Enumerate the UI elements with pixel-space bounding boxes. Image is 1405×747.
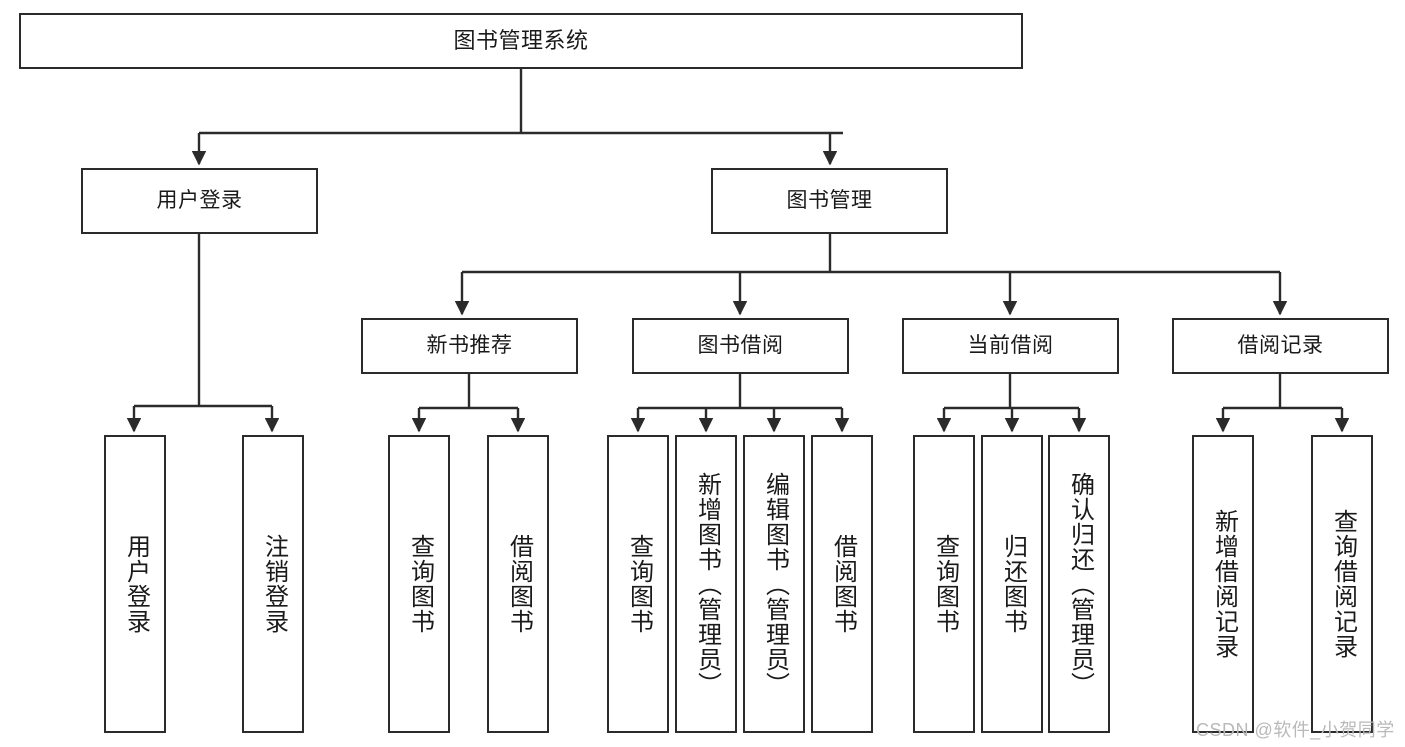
node-nb-borrow-book[interactable]: 借阅图书 xyxy=(487,435,549,733)
node-cb-return-book[interactable]: 归还图书 xyxy=(981,435,1043,733)
node-nb-query-book[interactable]: 查询图书 xyxy=(388,435,450,733)
node-cb-query-book[interactable]: 查询图书 xyxy=(913,435,975,733)
node-cb-confirm-return-label: 确认归还（管理员） xyxy=(1066,471,1094,697)
node-login-do-label: 用户登录 xyxy=(122,534,150,634)
node-current-borrow-label: 当前借阅 xyxy=(967,334,1054,358)
node-nb-query-book-label: 查询图书 xyxy=(406,534,434,634)
node-cb-return-book-label: 归还图书 xyxy=(999,534,1027,634)
node-borrow-records[interactable]: 借阅记录 xyxy=(1172,318,1389,374)
node-root[interactable]: 图书管理系统 xyxy=(19,13,1023,69)
node-logout-do-label: 注销登录 xyxy=(260,534,288,634)
node-current-borrow[interactable]: 当前借阅 xyxy=(902,318,1119,374)
csdn-watermark: CSDN @软件_小贺同学 xyxy=(1196,720,1395,740)
node-bb-add-book-label: 新增图书（管理员） xyxy=(693,471,721,697)
node-login-do[interactable]: 用户登录 xyxy=(104,435,166,733)
node-book-borrow[interactable]: 图书借阅 xyxy=(632,318,849,374)
node-bb-query-book[interactable]: 查询图书 xyxy=(607,435,669,733)
node-bb-edit-book[interactable]: 编辑图书（管理员） xyxy=(743,435,805,733)
node-book-borrow-label: 图书借阅 xyxy=(697,334,784,358)
node-bb-query-book-label: 查询图书 xyxy=(625,534,653,634)
node-bb-borrow-book-label: 借阅图书 xyxy=(829,534,857,634)
node-br-add-record[interactable]: 新增借阅记录 xyxy=(1192,435,1254,733)
node-book-management[interactable]: 图书管理 xyxy=(711,168,948,234)
node-borrow-records-label: 借阅记录 xyxy=(1237,334,1324,358)
node-new-book-recommend[interactable]: 新书推荐 xyxy=(361,318,578,374)
node-cb-query-book-label: 查询图书 xyxy=(931,534,959,634)
node-root-label: 图书管理系统 xyxy=(453,27,589,53)
node-new-book-recommend-label: 新书推荐 xyxy=(426,334,513,358)
node-user-login-label: 用户登录 xyxy=(156,189,243,213)
node-logout-do[interactable]: 注销登录 xyxy=(242,435,304,733)
node-cb-confirm-return[interactable]: 确认归还（管理员） xyxy=(1048,435,1110,733)
node-br-query-record-label: 查询借阅记录 xyxy=(1329,509,1357,659)
node-user-login[interactable]: 用户登录 xyxy=(81,168,318,234)
node-br-query-record[interactable]: 查询借阅记录 xyxy=(1311,435,1373,733)
node-bb-edit-book-label: 编辑图书（管理员） xyxy=(761,471,789,697)
node-book-management-label: 图书管理 xyxy=(786,189,873,213)
node-nb-borrow-book-label: 借阅图书 xyxy=(505,534,533,634)
node-bb-borrow-book[interactable]: 借阅图书 xyxy=(811,435,873,733)
node-bb-add-book[interactable]: 新增图书（管理员） xyxy=(675,435,737,733)
node-br-add-record-label: 新增借阅记录 xyxy=(1210,509,1238,659)
